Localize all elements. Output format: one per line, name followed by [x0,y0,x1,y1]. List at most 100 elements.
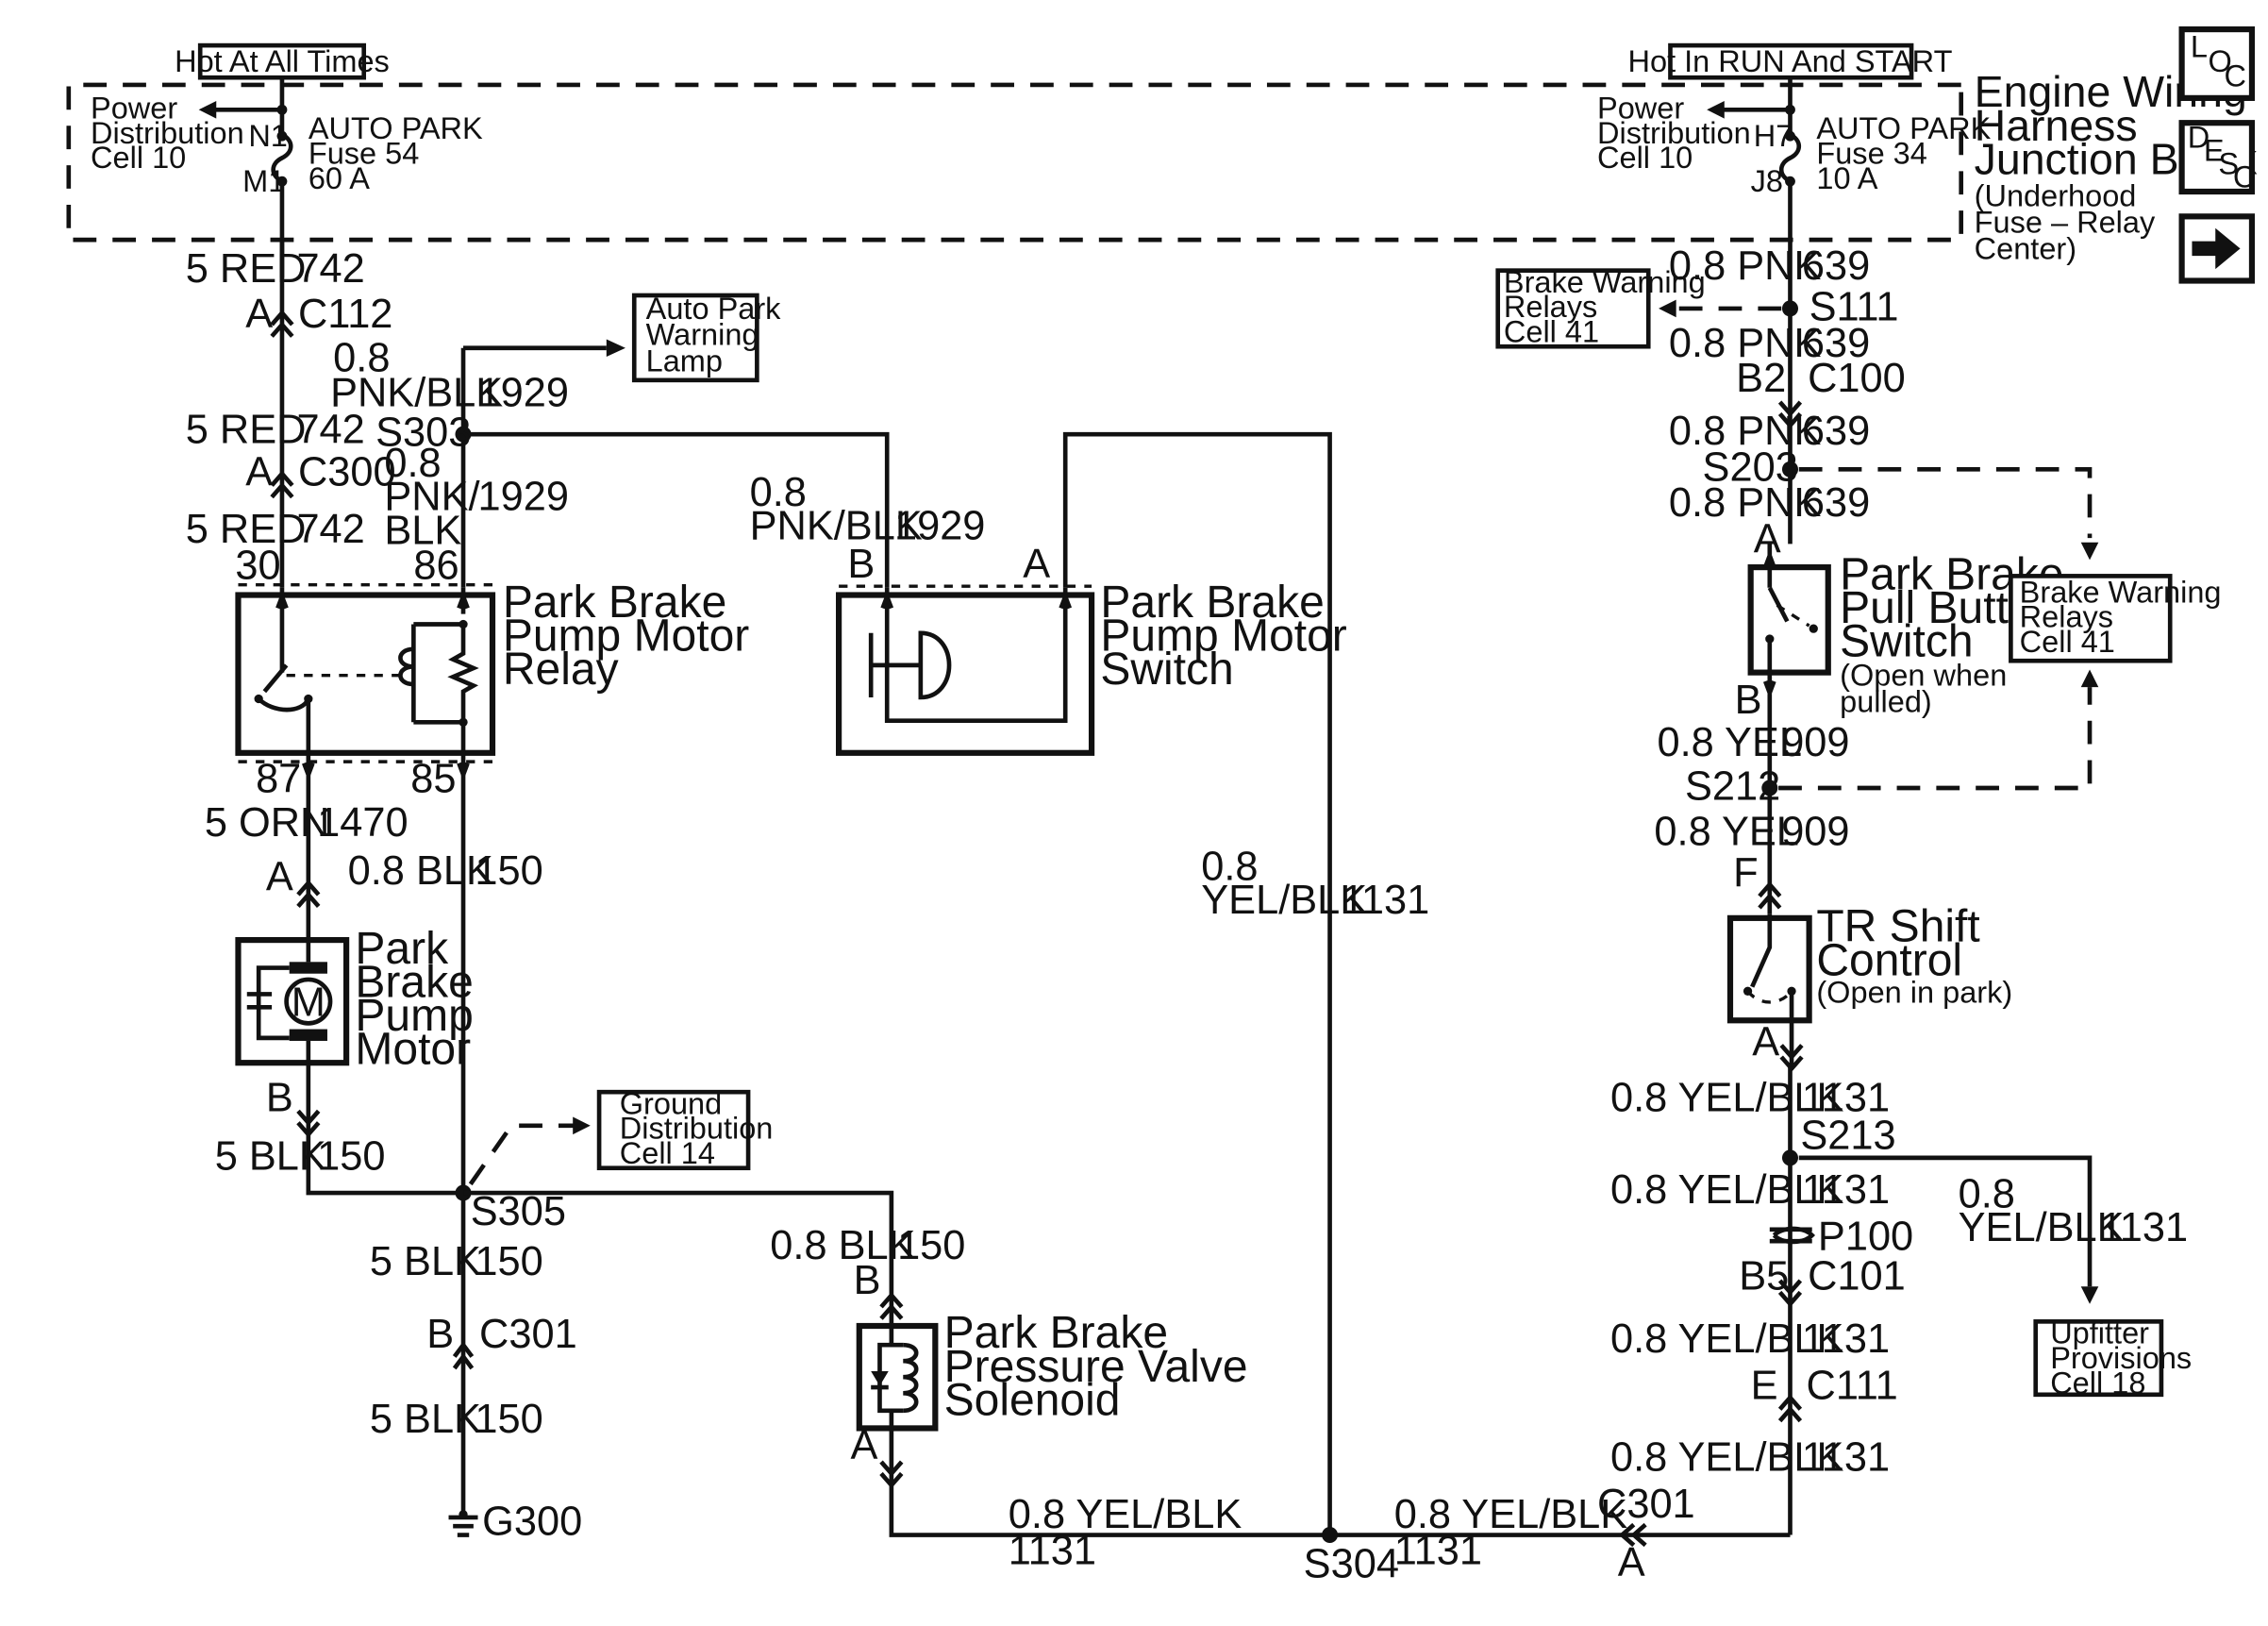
svg-text:pulled): pulled) [1840,684,1932,718]
svg-text:PNK/BLK: PNK/BLK [750,504,923,549]
svg-text:C112: C112 [298,292,392,337]
wire-1131-right: 0.8 YEL/BLK 1131 S213 0.8 YEL/BLK 1131 P… [1610,1066,2188,1535]
svg-text:0.8: 0.8 [1959,1172,2015,1217]
svg-text:0.8 YEL/BLK: 0.8 YEL/BLK [1394,1492,1628,1537]
svg-text:Distribution: Distribution [91,116,244,150]
svg-text:0.8 BLK: 0.8 BLK [770,1223,915,1268]
svg-text:0.8: 0.8 [333,336,390,381]
svg-text:Cell 14: Cell 14 [620,1136,715,1170]
svg-text:0.8 YEL/BLK: 0.8 YEL/BLK [1610,1167,1844,1213]
svg-text:A: A [851,1423,878,1468]
svg-text:Relay: Relay [503,645,619,695]
svg-text:30: 30 [235,543,280,588]
desc-button[interactable]: D E S C [2178,120,2256,195]
svg-text:1131: 1131 [1802,1316,1890,1362]
svg-text:Park Brake: Park Brake [503,578,726,628]
svg-text:Hot At All Times: Hot At All Times [175,44,390,78]
svg-text:150: 150 [897,1223,965,1268]
svg-text:Cell 41: Cell 41 [1504,315,1599,349]
svg-text:150: 150 [475,1397,542,1442]
svg-text:5 RED: 5 RED [186,507,307,552]
svg-text:0.8 YEL: 0.8 YEL [1654,809,1798,854]
svg-text:639: 639 [1802,243,1870,289]
svg-text:S303: S303 [375,411,471,456]
auto-park-fuse-34: Power Distribution Cell 10 H7 J8 AUTO PA… [1597,77,1992,545]
svg-text:PNK/: PNK/ [384,475,480,520]
svg-text:639: 639 [1802,480,1870,526]
svg-text:5 BLK: 5 BLK [370,1397,481,1442]
svg-text:G300: G300 [482,1500,582,1545]
ground-g300: G300 [448,1500,582,1545]
svg-text:S212: S212 [1685,763,1780,809]
svg-text:B: B [1735,678,1762,723]
svg-text:L: L [2191,30,2208,64]
svg-text:1131: 1131 [1342,878,1429,923]
svg-text:Control: Control [1816,935,1962,985]
svg-text:(Underhood: (Underhood [1975,179,2137,213]
svg-text:B2: B2 [1736,356,1786,401]
svg-text:Cell 18: Cell 18 [2050,1366,2145,1400]
svg-text:B: B [854,1258,881,1303]
svg-text:TR Shift: TR Shift [1816,902,1979,952]
svg-text:P100: P100 [1818,1214,1913,1259]
svg-text:Switch: Switch [1100,645,1233,695]
svg-text:Pressure Valve: Pressure Valve [944,1342,1248,1392]
svg-text:742: 742 [296,507,364,552]
right-arrow-icon[interactable] [2178,213,2256,284]
loc-button[interactable]: L O C [2178,25,2256,101]
svg-text:Hot In RUN And START: Hot In RUN And START [1628,44,1953,78]
upfitter-provisions-ref[interactable]: Upfitter Provisions Cell 18 [2033,1316,2192,1400]
svg-text:B5: B5 [1739,1253,1789,1299]
svg-text:0.8: 0.8 [750,470,807,515]
svg-text:E: E [1751,1363,1778,1408]
svg-text:Motor: Motor [355,1025,471,1075]
svg-text:909: 909 [1781,809,1849,854]
svg-text:1929: 1929 [478,371,569,416]
wire-742: 5 RED 742 A C112 5 RED 742 A C300 5 RED … [186,240,396,588]
svg-text:1131: 1131 [1394,1528,1482,1573]
svg-text:0.8 PNK: 0.8 PNK [1669,243,1822,289]
svg-text:150: 150 [475,1239,542,1284]
svg-text:Brake: Brake [355,957,473,1007]
svg-text:C301: C301 [479,1312,577,1357]
svg-text:J8: J8 [1751,164,1783,198]
svg-text:Distribution: Distribution [1597,116,1751,150]
svg-text:Cell 41: Cell 41 [2020,625,2115,659]
ground-distribution-ref[interactable]: Ground Distribution Cell 14 [468,1086,774,1186]
svg-text:0.8: 0.8 [384,441,441,486]
svg-text:150: 150 [475,848,542,894]
svg-text:(Open in park): (Open in park) [1816,976,2012,1010]
svg-text:Brake Warning: Brake Warning [2020,575,2222,609]
svg-text:Distribution: Distribution [620,1112,774,1146]
svg-text:AUTO PARK: AUTO PARK [309,111,483,145]
svg-text:C301: C301 [1597,1482,1695,1527]
auto-park-warning-lamp-ref[interactable]: Auto Park Warning Lamp [631,292,781,383]
svg-text:(Open when: (Open when [1840,659,2007,693]
svg-text:A: A [266,854,293,899]
svg-text:Harness: Harness [1975,101,2138,150]
svg-text:AUTO PARK: AUTO PARK [1816,111,1991,145]
svg-text:M: M [292,981,325,1026]
wire-909: 0.8 YEL 909 S212 0.8 YEL 909 F [1654,669,2099,914]
svg-text:Cell 10: Cell 10 [1597,141,1693,175]
svg-text:S111: S111 [1809,284,1899,329]
svg-text:0.8 YEL/BLK: 0.8 YEL/BLK [1610,1434,1844,1480]
svg-text:A: A [245,449,273,495]
svg-text:5 ORN: 5 ORN [205,800,330,846]
wire-1929: 0.8 PNK/BLK 1929 S303 0.8 PNK/ BLK 1929 … [330,336,890,588]
svg-text:Pump: Pump [355,991,473,1041]
svg-text:A: A [1618,1540,1645,1585]
svg-text:S203: S203 [1703,445,1798,491]
brake-warning-relays-ref-top[interactable]: Brake Warning Relays Cell 41 [1495,265,1706,349]
svg-text:H7: H7 [1754,119,1793,153]
svg-text:87: 87 [256,757,301,802]
svg-text:C300: C300 [298,449,396,495]
brake-warning-relays-ref-right[interactable]: Brake Warning Relays Cell 41 [2009,574,2222,663]
svg-text:0.8 YEL/BLK: 0.8 YEL/BLK [1610,1075,1844,1120]
hot-in-run-start-label: Hot In RUN And START [1628,42,1953,80]
svg-text:742: 742 [296,246,364,292]
svg-text:Brake Warning: Brake Warning [1504,265,1706,299]
park-brake-pressure-valve-solenoid: 0.8 BLK 150 B Park Brake Pressure Valve … [463,1190,1791,1586]
